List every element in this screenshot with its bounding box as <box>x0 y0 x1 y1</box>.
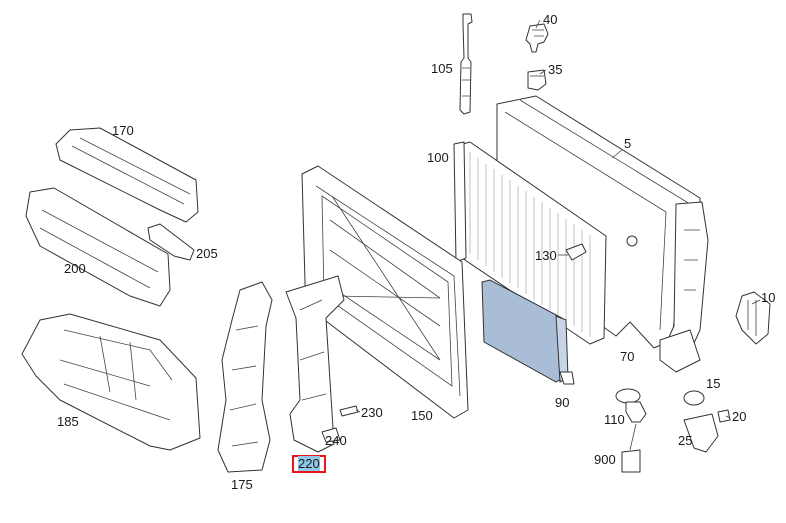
label-200[interactable]: 200 <box>64 261 86 276</box>
label-150[interactable]: 150 <box>411 408 433 423</box>
part-230-bolt[interactable] <box>339 405 359 417</box>
part-35-cap[interactable] <box>527 69 547 91</box>
part-900-sensor[interactable] <box>621 449 641 473</box>
label-220-selected[interactable]: 220 <box>292 455 326 473</box>
part-130-sensor[interactable] <box>565 243 587 261</box>
label-205[interactable]: 205 <box>196 246 218 261</box>
part-220-bracket[interactable] <box>285 275 345 453</box>
label-70[interactable]: 70 <box>620 349 635 364</box>
part-100-condenser[interactable] <box>453 141 607 345</box>
label-105[interactable]: 105 <box>431 61 453 76</box>
label-130[interactable]: 130 <box>535 248 557 263</box>
label-175[interactable]: 175 <box>231 477 253 492</box>
part-110-cap[interactable] <box>615 388 647 451</box>
label-40[interactable]: 40 <box>543 12 558 27</box>
part-205-seal[interactable] <box>147 223 195 261</box>
part-170-duct[interactable] <box>55 127 199 223</box>
label-5[interactable]: 5 <box>624 136 632 151</box>
label-170[interactable]: 170 <box>112 123 134 138</box>
label-90[interactable]: 90 <box>555 395 570 410</box>
label-230[interactable]: 230 <box>361 405 383 420</box>
part-105-rod[interactable] <box>459 13 473 115</box>
part-185-airguide[interactable] <box>21 313 201 451</box>
label-10[interactable]: 10 <box>761 290 776 305</box>
label-35[interactable]: 35 <box>548 62 563 77</box>
part-200-duct[interactable] <box>25 187 171 307</box>
part-175-member[interactable] <box>217 281 273 473</box>
label-240[interactable]: 240 <box>325 433 347 448</box>
part-40-clip[interactable] <box>525 23 549 53</box>
label-110[interactable]: 110 <box>604 412 625 427</box>
part-10-hose[interactable] <box>735 291 771 345</box>
label-220-text: 220 <box>298 456 320 471</box>
part-15-bracket[interactable] <box>683 390 705 406</box>
leader-lines <box>355 19 761 419</box>
label-900[interactable]: 900 <box>594 452 616 467</box>
label-15[interactable]: 15 <box>706 376 721 391</box>
label-20[interactable]: 20 <box>732 409 747 424</box>
part-20-nut[interactable] <box>717 409 731 423</box>
label-185[interactable]: 185 <box>57 414 79 429</box>
part-25-mount[interactable] <box>683 413 719 453</box>
part-90-intercooler[interactable] <box>481 279 575 385</box>
label-100[interactable]: 100 <box>427 150 449 165</box>
part-240-washer[interactable] <box>321 427 341 443</box>
label-25[interactable]: 25 <box>678 433 693 448</box>
